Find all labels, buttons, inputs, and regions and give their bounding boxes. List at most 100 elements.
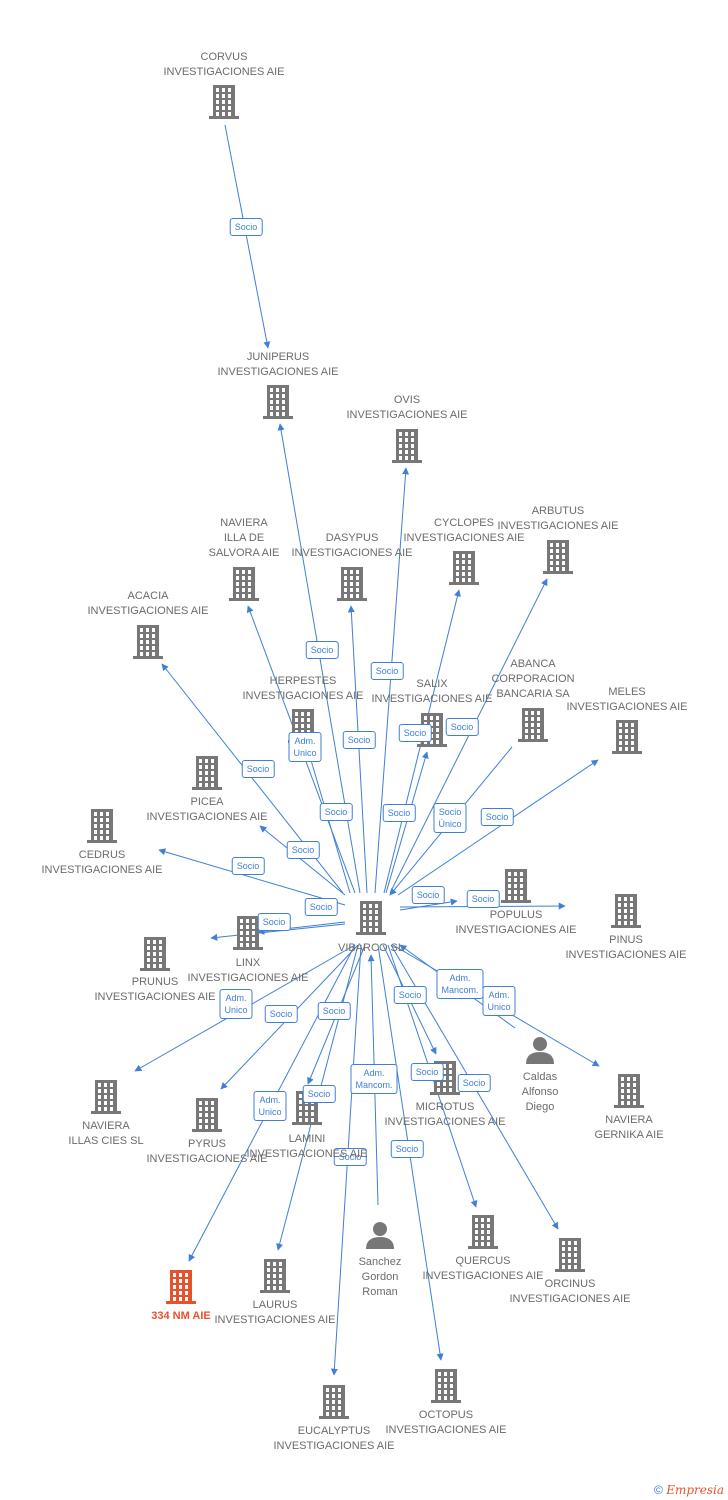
edge-layer — [134, 124, 600, 1376]
edge-label-caldas-vibarco: Adm.Mancom. — [436, 969, 484, 999]
building-icon-eucalyptus[interactable] — [319, 1385, 349, 1419]
edge-label-line: Mancom. — [441, 985, 479, 995]
node-label-line: 334 NM AIE — [151, 1310, 211, 1322]
node-label-line: LAMINI — [288, 1133, 326, 1145]
edge-label-line: Socio — [236, 861, 260, 871]
edge-label-line: Unico — [258, 1107, 282, 1117]
edge-corvus-juniperus — [224, 124, 271, 349]
edge-label-vibarco-cedrus: Socio — [231, 857, 265, 875]
node-label-line: INVESTIGACIONES AIE — [246, 1148, 368, 1160]
building-icon-orcinus[interactable] — [555, 1238, 585, 1272]
node-label-nm334[interactable]: 334 NM AIE — [151, 1309, 211, 1324]
edge-label-vibarco-prunus: Socio — [257, 913, 291, 931]
building-icon-dasypus[interactable] — [337, 567, 367, 601]
edge-label-sanchez-vibarco: Adm.Mancom. — [350, 1064, 398, 1094]
building-icon-laurus[interactable] — [260, 1259, 290, 1293]
building-icon-juniperus[interactable] — [263, 385, 293, 419]
building-icon-nm334[interactable] — [166, 1270, 196, 1304]
building-icon-picea[interactable] — [192, 756, 222, 790]
building-icon-quercus[interactable] — [468, 1215, 498, 1249]
building-icon-populus[interactable] — [501, 869, 531, 903]
person-icon-sanchez[interactable] — [366, 1222, 394, 1249]
edge-label-vibarco-dasypus: Socio — [342, 731, 376, 749]
building-icon-cedrus[interactable] — [87, 809, 117, 843]
edge-vibarco-meles — [397, 759, 599, 896]
node-label-vibarco[interactable]: VIBARCO SL — [338, 941, 404, 956]
building-icon-cyclopes[interactable] — [449, 551, 479, 585]
building-icon-naviera_cies[interactable] — [91, 1080, 121, 1114]
building-icon-corvus[interactable] — [209, 85, 239, 119]
building-icon-vibarco[interactable] — [356, 901, 386, 935]
edge-vibarco-salix — [385, 751, 429, 894]
building-icon-pinus[interactable] — [611, 894, 641, 928]
node-label-line: ACACIA — [127, 590, 169, 602]
edge-label-vibarco-eucalyptus: Socio — [333, 1148, 367, 1166]
building-icon-octopus[interactable] — [431, 1369, 461, 1403]
building-icon-prunus[interactable] — [140, 937, 170, 971]
node-label-line: CORVUS — [200, 51, 248, 63]
edge-label-line: Socio — [415, 1067, 439, 1077]
edge-label-vibarco-naviera_salvora: Adm.Unico — [288, 732, 322, 762]
icon-layer — [87, 85, 644, 1419]
edge-label-line: Socio — [471, 894, 495, 904]
node-label-corvus[interactable]: CORVUS INVESTIGACIONES AIE — [163, 50, 284, 80]
building-icon-pyrus[interactable] — [192, 1098, 222, 1132]
building-icon-linx[interactable] — [233, 916, 263, 950]
node-label-line: ILLAS CIES SL — [68, 1135, 144, 1147]
building-icon-naviera_salvora[interactable] — [229, 567, 259, 601]
edge-label-line: Socio — [347, 735, 371, 745]
node-label-line: INVESTIGACIONES AIE — [163, 66, 285, 78]
building-icon-abanca[interactable] — [518, 708, 548, 742]
building-icon-meles[interactable] — [612, 720, 642, 754]
edge-label-vibarco-octopus: Socio — [390, 1140, 424, 1158]
person-icon-caldas[interactable] — [526, 1037, 554, 1064]
footer-brand[interactable]: © Empresia — [654, 1483, 724, 1497]
edge-vibarco-herpestes — [306, 749, 351, 894]
node-label-lamini[interactable]: LAMINI INVESTIGACIONES AIE — [246, 1132, 367, 1162]
edge-label-line: Mancom. — [355, 1080, 393, 1090]
edge-label-line: Adm. — [259, 1095, 281, 1105]
node-label-line: INVESTIGACIONES AIE — [422, 1270, 544, 1282]
node-label-line: LINX — [235, 957, 261, 969]
building-icon-arbutus[interactable] — [543, 540, 573, 574]
building-icon-ovis[interactable] — [392, 429, 422, 463]
node-label-line: Roman — [362, 1286, 398, 1298]
edge-vibarco-arbutus — [389, 578, 548, 894]
node-label-line: INVESTIGACIONES AIE — [214, 1314, 336, 1326]
node-label-line: Gordon — [361, 1271, 399, 1283]
node-label-line: INVESTIGACIONES AIE — [291, 547, 413, 559]
edge-label-line: Socio — [387, 808, 411, 818]
building-icon-naviera_gernika[interactable] — [614, 1074, 644, 1108]
building-icon-acacia[interactable] — [133, 625, 163, 659]
edge-label-vibarco-cyclopes: Socio — [398, 724, 432, 742]
